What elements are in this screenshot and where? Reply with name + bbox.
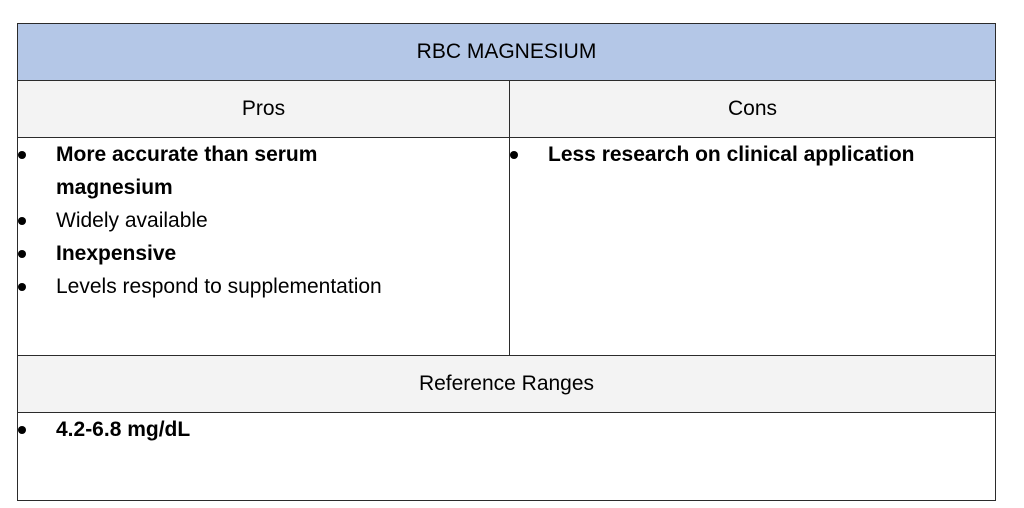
bullet-icon <box>18 426 26 434</box>
pros-item-text: Inexpensive <box>56 242 177 265</box>
pros-item-text: More accurate than serum magnesium <box>56 143 318 199</box>
reference-list: 4.2-6.8 mg/dL <box>18 413 190 446</box>
pros-item: Levels respond to supplementation <box>18 270 418 303</box>
bullet-icon <box>18 283 26 291</box>
cons-item: Less research on clinical application <box>510 138 940 171</box>
reference-body-row: 4.2-6.8 mg/dL <box>18 412 995 500</box>
bullet-icon <box>510 151 518 159</box>
reference-cell: 4.2-6.8 mg/dL <box>18 413 995 500</box>
cons-header: Cons <box>510 81 995 137</box>
cons-cell: Less research on clinical application <box>510 138 995 355</box>
reference-header-row: Reference Ranges <box>18 355 995 412</box>
reference-header: Reference Ranges <box>18 356 995 412</box>
rbc-magnesium-table: RBC MAGNESIUM Pros Cons More accurate th… <box>17 23 996 501</box>
pros-item: More accurate than serum magnesium <box>18 138 418 204</box>
cons-list: Less research on clinical application <box>510 138 940 171</box>
bullet-icon <box>18 217 26 225</box>
pros-item: Widely available <box>18 204 418 237</box>
table-title: RBC MAGNESIUM <box>18 24 995 80</box>
title-row: RBC MAGNESIUM <box>18 24 995 80</box>
reference-item-text: 4.2-6.8 mg/dL <box>56 418 191 441</box>
bullet-icon <box>18 151 26 159</box>
pros-item: Inexpensive <box>18 237 418 270</box>
pros-item-text: Levels respond to supplementation <box>56 275 382 298</box>
header-row: Pros Cons <box>18 80 995 137</box>
cons-item-text: Less research on clinical application <box>548 143 915 166</box>
reference-item: 4.2-6.8 mg/dL <box>18 413 190 446</box>
pros-item-text: Widely available <box>56 209 208 232</box>
pros-header: Pros <box>18 81 510 137</box>
bullet-icon <box>18 250 26 258</box>
